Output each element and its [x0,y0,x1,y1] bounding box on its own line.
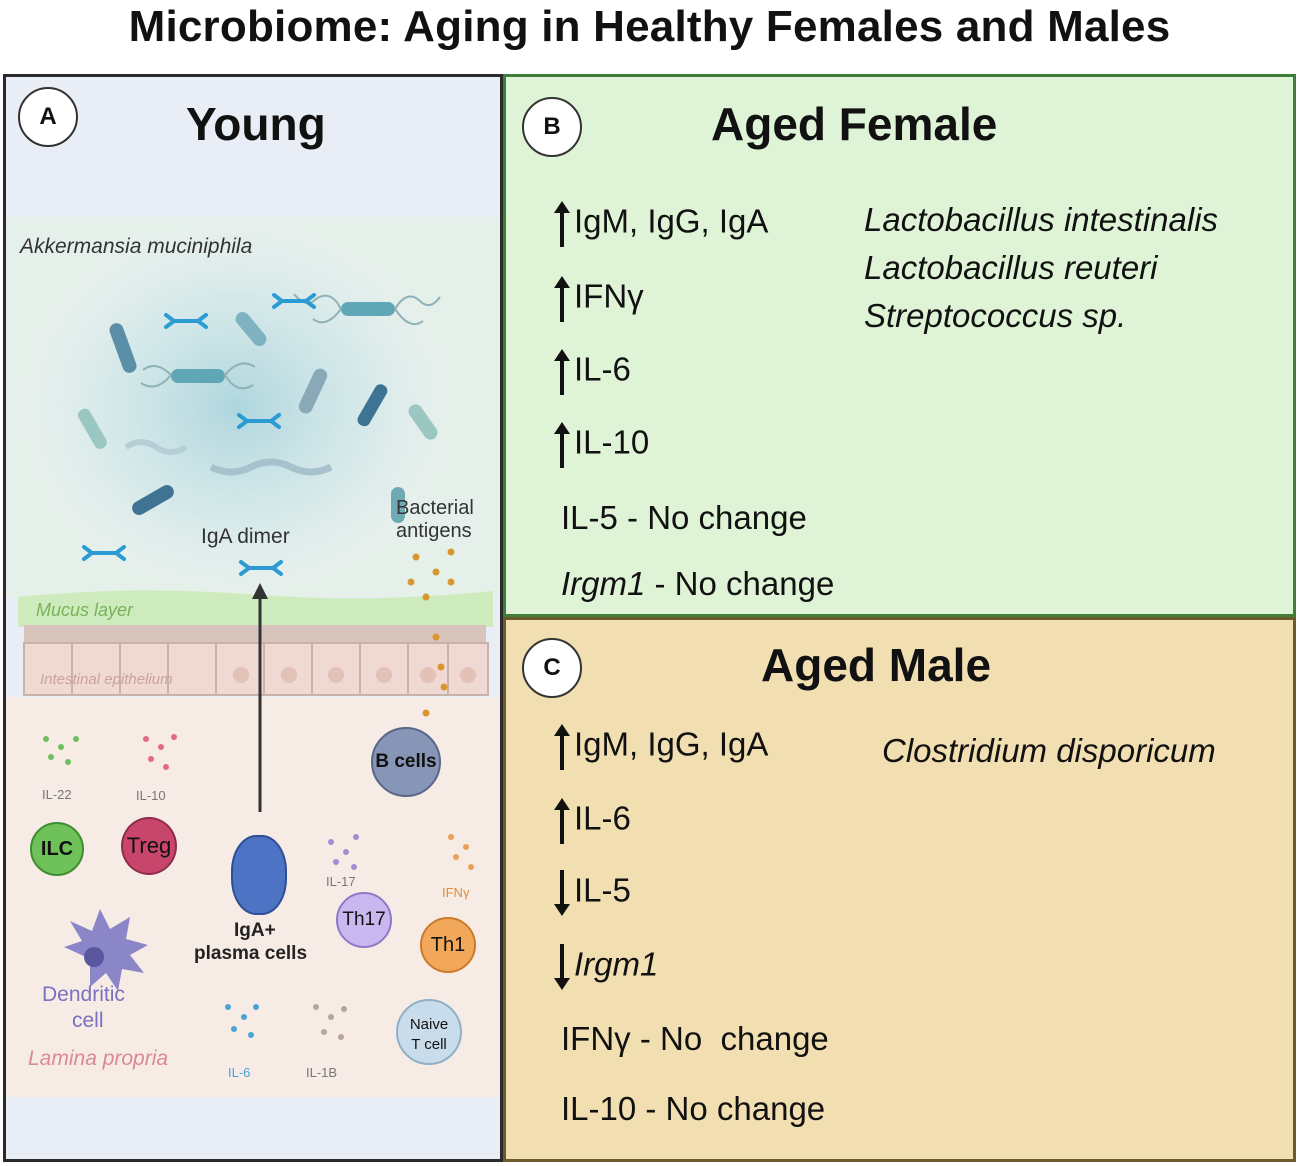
panel-c-heading: Aged Male [761,639,992,691]
panel-aged-male: C Aged Male IgM, IgG, IgA IL-6 IL-5 Irgm… [503,617,1296,1162]
plasma-cell-label-1: IgA+ [234,920,276,941]
panel-a-heading: Young [186,98,326,150]
epithelium-label: Intestinal epithelium [40,671,173,688]
dendritic-cell-label-2: cell [72,1009,104,1032]
change-row: IgM, IgG, IgA [552,199,768,249]
change-label: IgM, IgG, IgA [574,202,769,240]
change-row: IL-6 [552,347,631,397]
no-change-text: IL-10 - No change [561,1090,826,1127]
il22-label: IL-22 [42,787,72,802]
change-label: IL-10 [574,423,650,461]
change-row: IL-6 [552,796,631,846]
mucus-layer-label: Mucus layer [36,600,134,620]
il6-label: IL-6 [228,1065,251,1080]
no-change-row: Irgm1 - No change [561,565,834,603]
no-change-row: IFNγ - No change [561,1020,829,1058]
up-arrow-icon [552,722,572,772]
plasma-cell-label-2: plasma cells [194,943,308,964]
il17-label: IL-17 [326,874,356,889]
no-change-gene: Irgm1 [561,565,646,602]
up-arrow-icon [552,347,572,397]
bacterium-label: Akkermansia muciniphila [20,235,253,258]
panel-b-badge: B [522,97,582,157]
down-arrow-icon [552,942,572,992]
lamina-propria-label: Lamina propria [28,1047,169,1070]
epithelium-nuclei [233,667,476,683]
bacteria [78,302,438,523]
no-change-text: - No change [645,565,835,602]
change-label: IgM, IgG, IgA [574,725,769,763]
mucus-layer [18,590,493,627]
change-label: IL-6 [574,350,631,388]
th17-cell: Th17 [336,892,392,948]
change-label: IL-5 [574,871,631,909]
species-name: Streptococcus sp. [864,297,1127,334]
change-label: IFNγ [574,277,644,315]
panel-c-badge: C [522,638,582,698]
ilc-cell: ILC [30,822,84,876]
change-label: IL-6 [574,799,631,837]
change-row: IFNγ [552,274,644,324]
change-row: Irgm1 [552,942,658,992]
il10-label: IL-10 [136,788,166,803]
species-name: Clostridium disporicum [882,732,1216,769]
bacterial-antigens-label-1: Bacterial [396,497,474,519]
figure-title: Microbiome: Aging in Healthy Females and… [128,2,1171,51]
no-change-text: IL-5 - No change [561,499,807,536]
up-arrow-icon [552,420,572,470]
naive-t-cell-label-2: T cell [411,1036,447,1053]
dendritic-cell-label-1: Dendritic [42,983,125,1006]
iga-dimer-label: IgA dimer [201,525,290,548]
dendritic-cell-shape [64,909,148,991]
plasma-cell-shape [231,835,287,915]
ifng-label: IFNγ [442,885,470,900]
up-arrow-icon [552,199,572,249]
panel-b-heading: Aged Female [711,98,998,150]
no-change-row: IL-10 - No change [561,1090,825,1128]
epithelium-brush [24,625,486,645]
naive-t-cell-label-1: Naive [409,1016,449,1033]
down-arrow-icon [552,868,572,918]
up-arrow-icon [552,796,572,846]
change-row: IL-10 [552,420,649,470]
change-label: Irgm1 [574,945,659,983]
bacterial-antigens-label-2: antigens [396,520,472,542]
epithelium-cells [23,642,489,696]
no-change-row: IL-5 - No change [561,499,807,537]
naive-t-cell: Naive T cell [396,999,462,1065]
change-row: IL-5 [552,868,631,918]
panel-aged-female: B Aged Female IgM, IgG, IgA IFNγ IL-6 IL… [503,74,1296,617]
species-name: Lactobacillus intestinalis [864,201,1219,238]
il1b-label: IL-1B [306,1065,338,1080]
up-arrow-icon [552,274,572,324]
antigen-dots [407,548,455,717]
panel-young: A Young Akkermansia muciniphila Bacteria… [3,74,503,1162]
change-row: IgM, IgG, IgA [552,722,768,772]
panel-a-badge: A [18,87,78,147]
treg-cell: Treg [121,817,177,875]
th1-cell: Th1 [420,917,476,973]
b-cells: B cells [371,727,441,797]
no-change-text: IFNγ - No change [561,1020,829,1057]
species-name: Lactobacillus reuteri [864,249,1158,286]
cytokine-dots [43,734,474,1040]
